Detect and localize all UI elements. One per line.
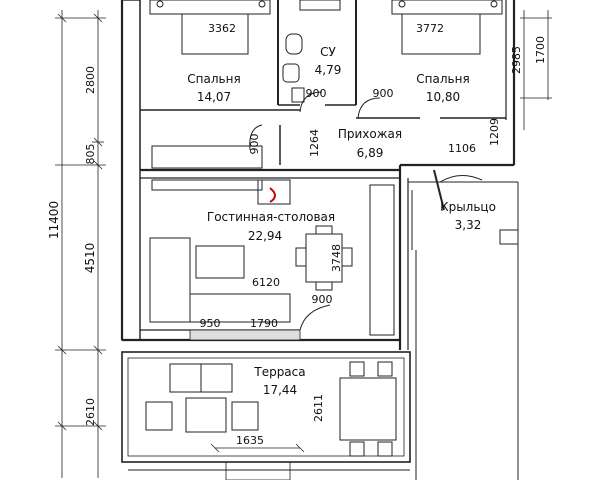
room-labels: Спальня 14,07 СУ 4,79 Спальня 10,80 Прих… (187, 45, 496, 397)
room-name-living-dining: Гостинная-столовая (207, 210, 335, 224)
room-name-bathroom: СУ (320, 45, 336, 59)
dimension-chains (55, 10, 552, 478)
dim-950: 950 (200, 317, 221, 330)
dim-900-bath: 900 (306, 87, 327, 100)
room-area-bedroom-1: 14,07 (197, 90, 231, 104)
room-area-terrace: 17,44 (263, 383, 297, 397)
dim-2610: 2610 (84, 398, 97, 426)
dim-1700: 1700 (534, 36, 547, 64)
dim-2985: 2985 (510, 46, 523, 74)
room-name-porch: Крыльцо (440, 200, 496, 214)
dim-1264: 1264 (308, 129, 321, 157)
dim-1635: 1635 (236, 434, 264, 447)
dim-3362: 3362 (208, 22, 236, 35)
dim-1106: 1106 (448, 142, 476, 155)
dimension-labels: 3362 3772 2985 1700 2800 805 11400 4510 … (47, 22, 547, 447)
dim-11400: 11400 (47, 201, 61, 239)
dim-3772: 3772 (416, 22, 444, 35)
dim-2611: 2611 (312, 394, 325, 422)
walls (120, 0, 519, 480)
dim-6120: 6120 (252, 276, 280, 289)
room-name-bedroom-2: Спальня (416, 72, 469, 86)
room-name-bedroom-1: Спальня (187, 72, 240, 86)
room-area-living-dining: 22,94 (248, 229, 282, 243)
room-area-bedroom-2: 10,80 (426, 90, 460, 104)
dim-1790: 1790 (250, 317, 278, 330)
room-name-hallway: Прихожая (338, 127, 402, 141)
dim-900-hall: 900 (248, 134, 261, 155)
dim-1209: 1209 (488, 118, 501, 146)
dim-900-living: 900 (312, 293, 333, 306)
dim-3748: 3748 (330, 244, 343, 272)
dim-805: 805 (84, 144, 97, 165)
room-name-terrace: Терраса (253, 365, 305, 379)
room-area-hallway: 6,89 (357, 146, 384, 160)
dim-900-bedroom: 900 (373, 87, 394, 100)
room-area-porch: 3,32 (455, 218, 482, 232)
furniture (145, 0, 503, 457)
dim-2800: 2800 (84, 66, 97, 94)
dim-4510: 4510 (83, 243, 97, 274)
room-area-bathroom: 4,79 (315, 63, 342, 77)
